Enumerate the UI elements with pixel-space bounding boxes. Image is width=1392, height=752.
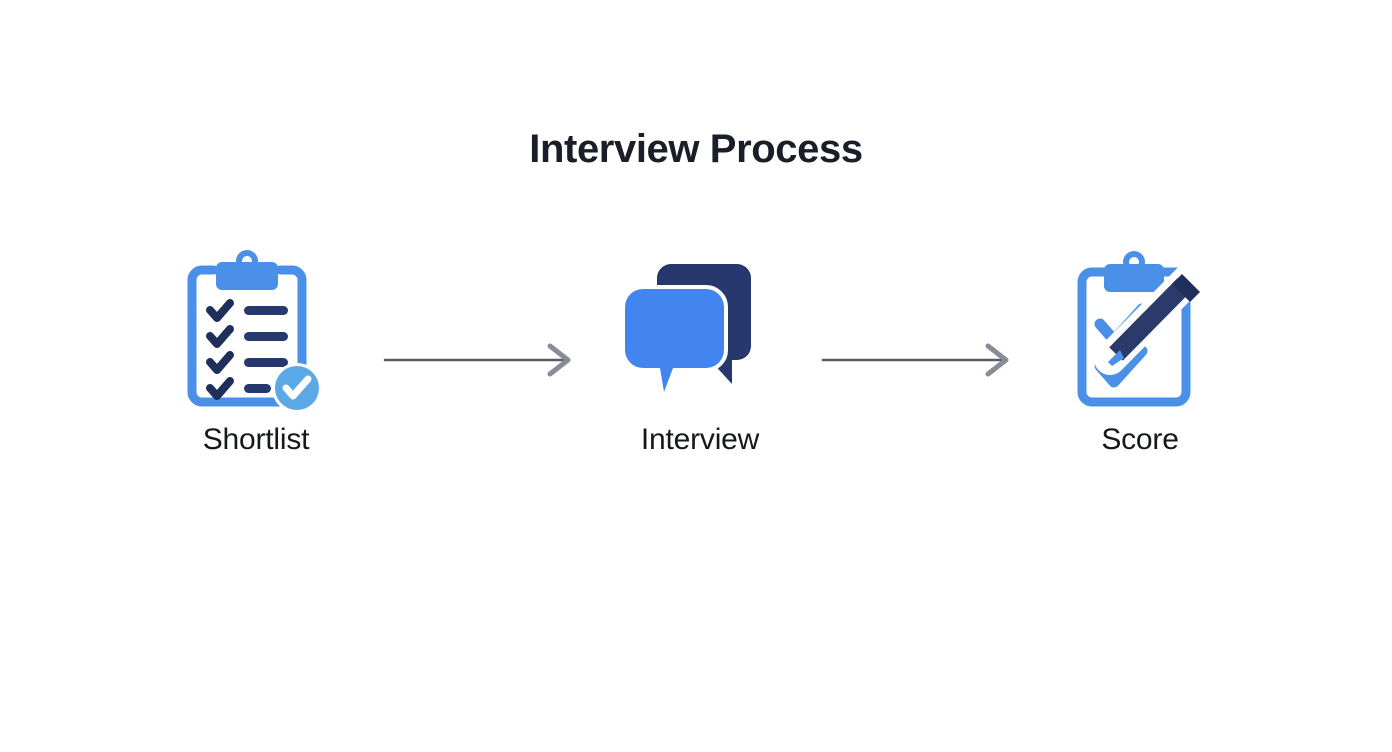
step-score[interactable]: Score <box>1030 240 1250 500</box>
arrow-right-icon <box>820 340 1020 380</box>
step-label-shortlist: Shortlist <box>202 423 310 456</box>
step-interview[interactable]: Interview <box>590 240 810 500</box>
step-label-score: Score <box>1101 423 1179 456</box>
process-flow: Shortlist Interview <box>0 240 1392 500</box>
clipboard-pen-score-icon <box>1050 240 1230 410</box>
arrow-right-icon <box>382 340 582 380</box>
clipboard-checklist-verified-icon <box>166 240 346 410</box>
speech-bubbles-icon <box>610 240 790 410</box>
step-label-interview: Interview <box>640 423 760 456</box>
page-title: Interview Process <box>529 127 863 171</box>
step-shortlist[interactable]: Shortlist <box>146 240 366 500</box>
